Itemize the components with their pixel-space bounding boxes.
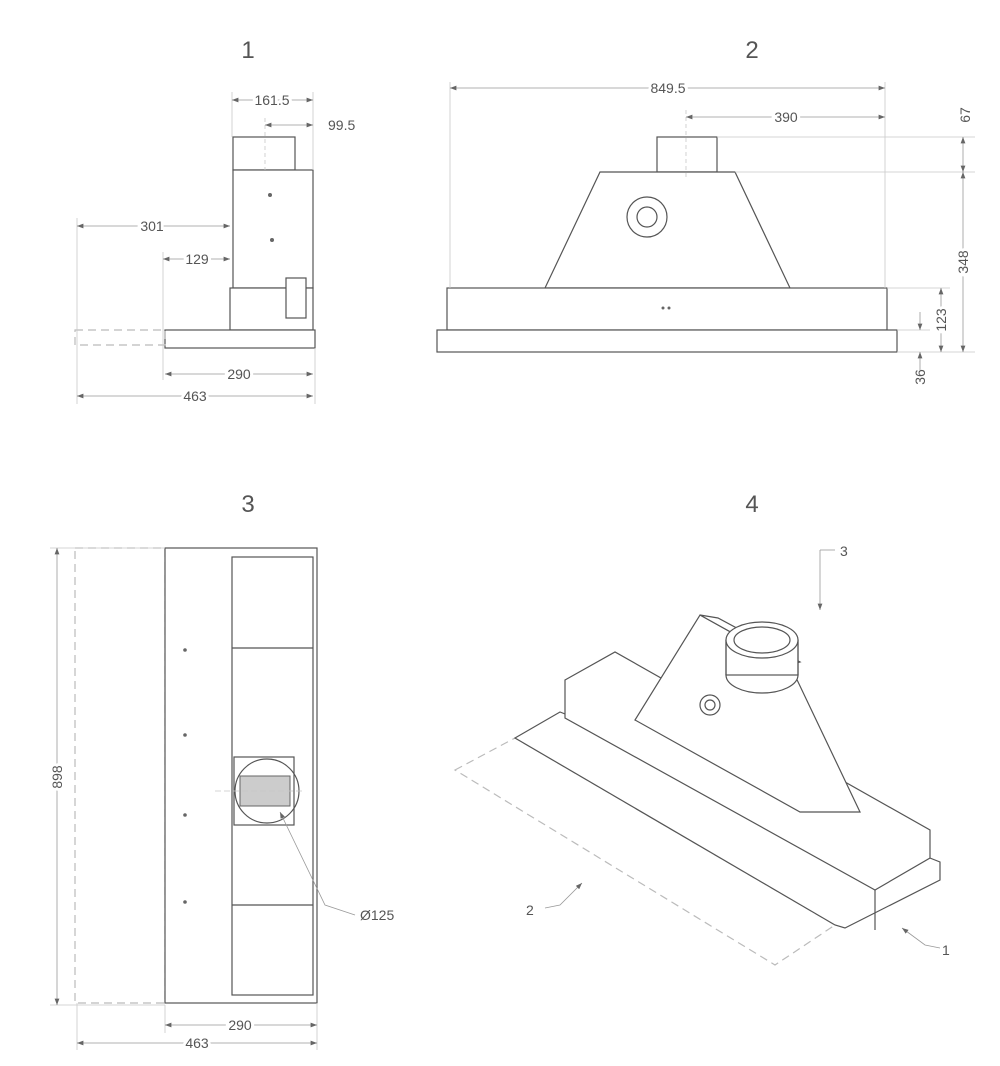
dim-label: 129 — [185, 251, 209, 267]
dim-label: 99.5 — [328, 117, 355, 133]
dim-label: 67 — [957, 107, 973, 123]
dim-label: 390 — [774, 109, 798, 125]
view-4-isometric: 4 3 2 1 — [453, 491, 950, 966]
hood-body — [232, 169, 314, 289]
lower-box — [446, 287, 888, 331]
duct — [725, 621, 799, 659]
view-title: 3 — [241, 491, 254, 518]
tray-extension — [74, 547, 166, 1004]
dim-label: 290 — [228, 1017, 252, 1033]
view-title: 1 — [241, 37, 254, 64]
dim-label: 123 — [933, 308, 949, 332]
bottom-plate — [436, 329, 898, 353]
tray — [513, 711, 941, 929]
view-1-side: 1 161.5 99.5 301 129 290 463 — [74, 37, 355, 407]
dim-label: 161.5 — [254, 92, 289, 108]
dim-label: 463 — [183, 388, 207, 404]
dim-label: Ø125 — [360, 907, 394, 923]
tray-extension — [74, 329, 166, 346]
view-title: 2 — [745, 37, 758, 64]
duct — [232, 136, 296, 171]
callout-label: 1 — [942, 942, 950, 958]
duct — [656, 136, 718, 173]
view-3-top: 3 898 290 463 Ø125 — [46, 491, 394, 1054]
view-title: 4 — [745, 491, 758, 518]
dim-label: 898 — [49, 765, 65, 789]
hood-body — [634, 614, 861, 813]
dim-label: 290 — [227, 366, 251, 382]
tray-extension — [453, 737, 837, 966]
dim-label: 348 — [955, 250, 971, 274]
dim-label: 301 — [140, 218, 164, 234]
hood-body — [544, 171, 791, 289]
tray — [164, 329, 316, 349]
callout-label: 3 — [840, 543, 848, 559]
dim-label: 36 — [912, 369, 928, 385]
callout-label: 2 — [526, 902, 534, 918]
dim-label: 849.5 — [650, 80, 685, 96]
view-2-front: 2 849.5 390 67 348 123 36 — [436, 37, 975, 385]
dim-label: 463 — [185, 1035, 209, 1051]
